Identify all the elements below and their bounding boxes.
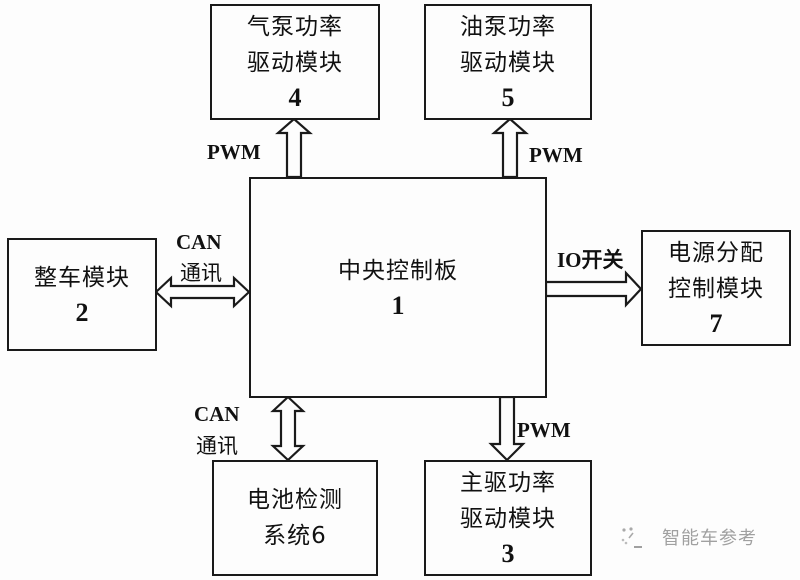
arrow-central-to-oil-pump [491, 117, 529, 179]
block-oil-pump-line2: 驱动模块 [460, 50, 556, 76]
block-air-pump-driver: 气泵功率 驱动模块 4 [210, 4, 380, 120]
block-air-pump-line2: 驱动模块 [247, 50, 343, 76]
block-main-drive-number: 3 [501, 539, 515, 568]
block-air-pump-line1: 气泵功率 [247, 14, 343, 40]
block-power-dist-line1: 电源分配 [668, 240, 764, 266]
block-central-line1: 中央控制板 [338, 257, 458, 284]
label-io-switch: IO开关 [557, 244, 624, 274]
block-oil-pump-driver: 油泵功率 驱动模块 5 [424, 4, 592, 120]
block-oil-pump-number: 5 [501, 83, 515, 112]
label-pwm-oil-pump: PWM [529, 143, 583, 167]
block-battery-detection: 电池检测 系统6 [212, 460, 378, 576]
arrow-central-to-power-dist [544, 270, 643, 308]
block-central-control-board: 中央控制板 1 [249, 177, 547, 398]
label-pwm-main-drive: PWM [517, 418, 571, 442]
watermark-text: 智能车参考 [662, 528, 757, 549]
block-oil-pump-line1: 油泵功率 [460, 14, 556, 40]
block-power-dist-line2: 控制模块 [668, 276, 764, 302]
label-pwm-air-pump: PWM [207, 140, 261, 164]
label-comm-vehicle: 通讯 [180, 261, 222, 285]
block-power-dist-number: 7 [709, 309, 723, 338]
block-vehicle-number: 2 [75, 297, 89, 327]
block-power-distribution: 电源分配 控制模块 7 [641, 230, 791, 346]
block-central-number: 1 [391, 290, 405, 320]
arrow-central-to-main-drive [488, 395, 526, 462]
block-main-drive-line2: 驱动模块 [460, 506, 556, 532]
block-main-drive-driver: 主驱功率 驱动模块 3 [424, 460, 592, 576]
label-can-battery: CAN [194, 402, 240, 426]
arrow-central-battery [270, 395, 306, 462]
label-can-vehicle: CAN [176, 230, 222, 254]
watermark: 智能车参考 [618, 524, 757, 550]
block-battery-line2: 系统6 [263, 523, 327, 549]
wechat-logo-icon [621, 527, 642, 548]
block-main-drive-line1: 主驱功率 [460, 470, 556, 496]
label-io-switch-text: IO开关 [557, 248, 624, 272]
arrow-central-to-air-pump [275, 117, 313, 179]
block-air-pump-number: 4 [288, 83, 302, 112]
block-vehicle-line1: 整车模块 [34, 264, 130, 291]
block-vehicle-module: 整车模块 2 [7, 238, 157, 351]
label-comm-battery: 通讯 [196, 434, 238, 458]
block-battery-line1: 电池检测 [247, 487, 343, 513]
